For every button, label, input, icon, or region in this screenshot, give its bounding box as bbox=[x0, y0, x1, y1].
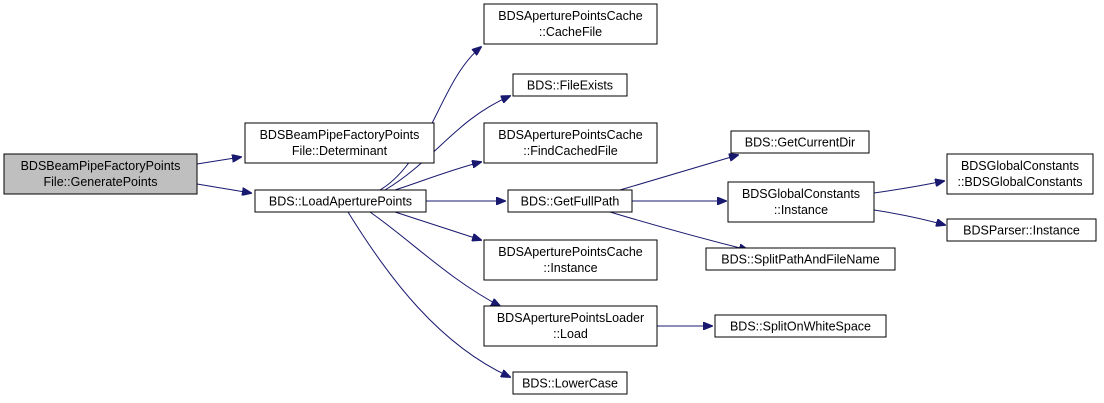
node-label: BDS::GetFullPath bbox=[521, 195, 620, 209]
node-label: BDSAperturePointsLoader bbox=[497, 311, 644, 325]
node-label: BDSAperturePointsCache bbox=[498, 245, 643, 259]
edge-loadaperturepoints-findcachedfile bbox=[394, 162, 481, 191]
node-aperturepointscache-instance[interactable]: BDSAperturePointsCache ::Instance bbox=[483, 239, 658, 281]
edge-getfullpath-splitpathandfilename bbox=[609, 211, 748, 250]
node-getfullpath[interactable]: BDS::GetFullPath bbox=[507, 189, 633, 213]
node-label: ::Load bbox=[553, 327, 588, 341]
node-label: BDSBeamPipeFactoryPoints bbox=[260, 128, 420, 142]
node-label: ::FindCachedFile bbox=[523, 144, 618, 158]
node-bdsglobalconstants[interactable]: BDSGlobalConstants ::BDSGlobalConstants bbox=[946, 153, 1094, 195]
node-splitpathandfilename[interactable]: BDS::SplitPathAndFileName bbox=[705, 247, 896, 271]
node-label: ::CacheFile bbox=[539, 25, 602, 39]
edge-loadaperturepoints-loader-load bbox=[369, 211, 500, 306]
node-label: BDSGlobalConstants bbox=[961, 159, 1079, 173]
node-label: BDS::FileExists bbox=[527, 79, 613, 93]
edge-generatepoints-loadaperturepoints bbox=[196, 183, 251, 193]
edge-globalconstants-instance-parser-instance bbox=[873, 209, 945, 225]
node-determinant[interactable]: BDSBeamPipeFactoryPoints File::Determina… bbox=[244, 122, 435, 164]
edge-loadaperturepoints-cachefile bbox=[379, 47, 481, 191]
node-label: BDSAperturePointsCache bbox=[498, 128, 643, 142]
edge-loadaperturepoints-lowercase bbox=[347, 211, 510, 377]
node-loadaperturepoints[interactable]: BDS::LoadAperturePoints bbox=[254, 189, 427, 213]
node-label: ::BDSGlobalConstants bbox=[957, 175, 1082, 189]
edges-layer bbox=[196, 47, 945, 377]
node-findcachedfile[interactable]: BDSAperturePointsCache ::FindCachedFile bbox=[483, 122, 658, 164]
node-label: ::Instance bbox=[543, 261, 597, 275]
edge-loadaperturepoints-aperturepointscache-instance bbox=[394, 211, 481, 240]
node-fileexists[interactable]: BDS::FileExists bbox=[512, 73, 628, 97]
node-lowercase[interactable]: BDS::LowerCase bbox=[512, 371, 628, 395]
node-label: BDS::SplitOnWhiteSpace bbox=[730, 320, 871, 334]
edge-loadaperturepoints-fileexists bbox=[384, 96, 510, 191]
node-generatepoints[interactable]: BDSBeamPipeFactoryPoints File::GenerateP… bbox=[3, 153, 198, 195]
edge-getfullpath-getcurrentdir bbox=[619, 155, 738, 191]
node-cachefile[interactable]: BDSAperturePointsCache ::CacheFile bbox=[483, 3, 658, 45]
node-label: ::Instance bbox=[774, 203, 828, 217]
node-splitonwhitespace[interactable]: BDS::SplitOnWhiteSpace bbox=[714, 314, 887, 338]
node-label: BDS::GetCurrentDir bbox=[745, 136, 855, 150]
edge-globalconstants-instance-bdsglobalconstants bbox=[873, 181, 944, 194]
node-globalconstants-instance[interactable]: BDSGlobalConstants ::Instance bbox=[727, 181, 875, 223]
node-label: File::Determinant bbox=[292, 144, 388, 158]
node-label: BDSBeamPipeFactoryPoints bbox=[21, 159, 181, 173]
node-label: BDSGlobalConstants bbox=[742, 187, 860, 201]
node-label: File::GeneratePoints bbox=[44, 175, 158, 189]
node-parser-instance[interactable]: BDSParser::Instance bbox=[946, 218, 1097, 242]
node-getcurrentdir[interactable]: BDS::GetCurrentDir bbox=[730, 130, 870, 154]
node-label: BDSParser::Instance bbox=[963, 224, 1080, 238]
node-label: BDS::LoadAperturePoints bbox=[269, 195, 412, 209]
node-label: BDS::SplitPathAndFileName bbox=[721, 253, 879, 267]
nodes-layer: BDSBeamPipeFactoryPoints File::GenerateP… bbox=[3, 3, 1097, 395]
node-label: BDSAperturePointsCache bbox=[498, 9, 643, 23]
edge-generatepoints-determinant bbox=[196, 157, 241, 165]
node-label: BDS::LowerCase bbox=[522, 377, 618, 391]
node-loader-load[interactable]: BDSAperturePointsLoader ::Load bbox=[483, 305, 658, 347]
